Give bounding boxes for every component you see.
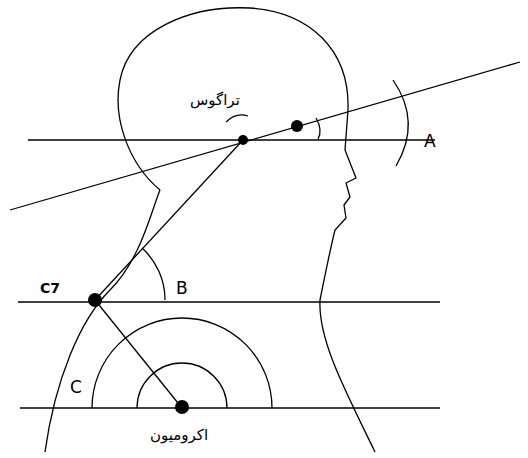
eye-line <box>10 62 520 210</box>
tragus-dot <box>238 135 248 145</box>
angle-label: C <box>70 378 82 397</box>
c7-acromion-line <box>95 300 182 408</box>
acromion-dot <box>175 400 189 414</box>
angle-b-arc <box>142 248 165 300</box>
angle-a-arc <box>393 80 408 166</box>
c7-tragus-line <box>95 140 243 300</box>
landmark-label: C7 <box>40 281 60 296</box>
tragus-horizontal <box>28 139 435 140</box>
angle-label: B <box>176 279 188 298</box>
acromion-horizontal <box>20 407 440 408</box>
head-outline <box>118 8 375 452</box>
c7-dot <box>88 293 102 307</box>
small-angle-arc <box>316 118 320 139</box>
c7-horizontal <box>18 301 440 302</box>
angle-label: A <box>424 132 436 151</box>
eye-dot <box>291 120 303 132</box>
angle-c-arc-outer <box>92 318 272 408</box>
landmark-label: اکرومیون <box>150 427 208 444</box>
tragus-arc <box>226 115 248 122</box>
landmark-label: تراگوس <box>190 92 240 109</box>
back-neck-outline <box>45 190 160 452</box>
